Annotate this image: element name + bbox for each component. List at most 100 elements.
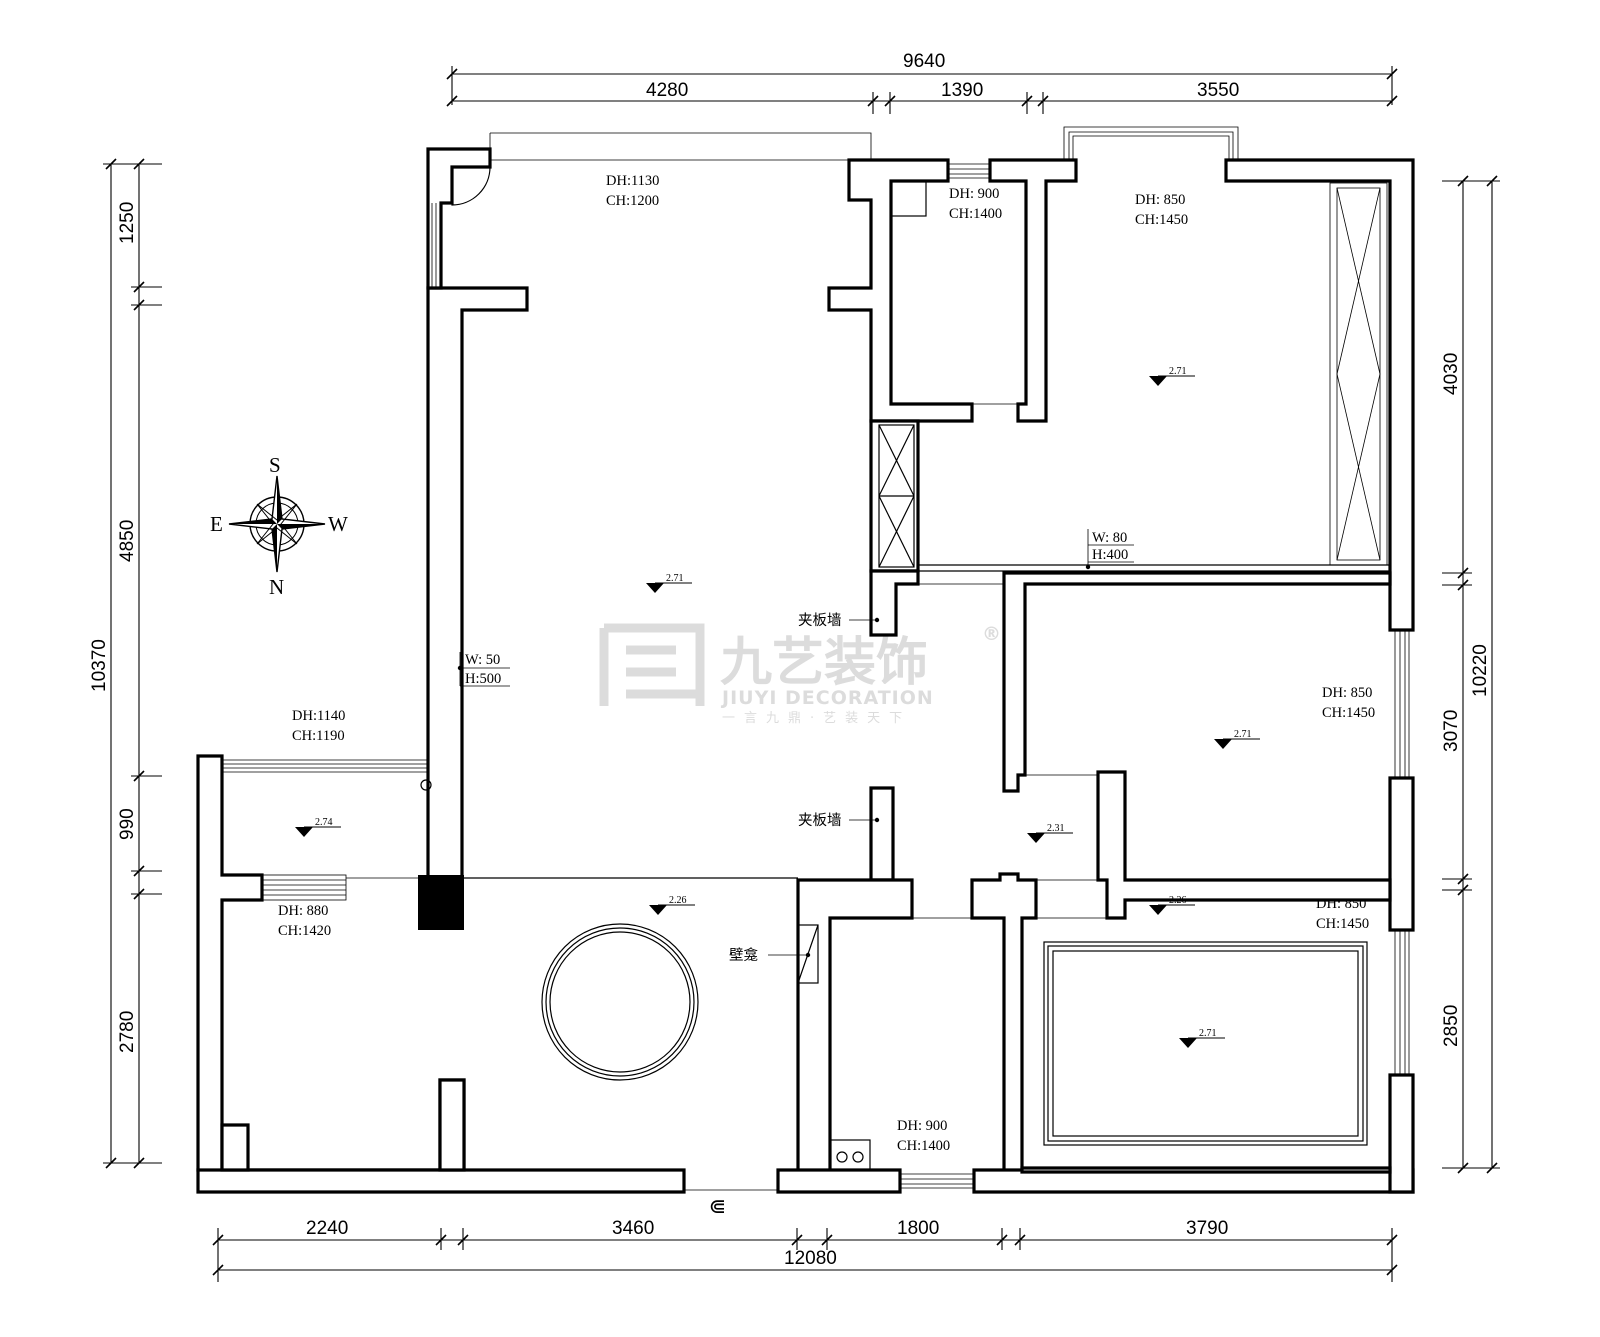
- opening-note-dh: DH: 850: [1322, 685, 1372, 701]
- level-value: 2.71: [1169, 366, 1187, 377]
- window-balcony-door: [261, 874, 347, 901]
- wall-living-west: [426, 286, 529, 882]
- level-marker: 2.71: [1214, 729, 1260, 749]
- beam-note-w: W: 80: [1092, 530, 1127, 546]
- dim-bottom-3: 1800: [897, 1218, 939, 1239]
- annotations: 夹板墙 夹板墙 壁龛 ⋒: [705, 611, 880, 1215]
- wall-master-north-east: [1224, 158, 1415, 632]
- window-small-bedroom: [948, 163, 990, 179]
- level-marker: 2.71: [1179, 1028, 1225, 1048]
- compass-label-e: E: [210, 512, 223, 536]
- window-bedroom2-east: [1394, 630, 1410, 778]
- dim-left-3: 990: [117, 808, 138, 840]
- wall-bedroom3-south: [1020, 1166, 1392, 1174]
- level-value: 2.26: [1169, 895, 1187, 906]
- dim-bottom-total: 12080: [784, 1248, 837, 1269]
- window-bedroom3-east: [1394, 930, 1410, 1075]
- level-marker: 2.71: [1149, 366, 1195, 386]
- window-master-bay: [1063, 126, 1239, 161]
- compass-label-s: S: [269, 453, 281, 477]
- windows: [222, 126, 1410, 1191]
- dim-bottom-2: 3460: [612, 1218, 654, 1239]
- dim-top-2: 1390: [941, 80, 983, 101]
- wall-east-lower: [1388, 1073, 1415, 1194]
- opening-note-dh: DH:1130: [606, 173, 659, 189]
- compass-label-n: N: [269, 575, 284, 599]
- wardrobe-west: [878, 424, 915, 568]
- small-bedroom-cabinet: [890, 180, 927, 217]
- watermark-registered: ®: [982, 623, 1002, 645]
- beam-notes: W: 80 H:400 W: 50 H:500: [457, 529, 1134, 687]
- beam-note-h: H:400: [1092, 547, 1128, 563]
- dim-left-2: 4850: [117, 520, 138, 562]
- beam-note-h: H:500: [465, 671, 501, 687]
- dim-top-1: 4280: [646, 80, 688, 101]
- dim-bottom-1: 2240: [306, 1218, 348, 1239]
- compass-star-fill: [229, 476, 325, 572]
- round-table: [541, 923, 699, 1081]
- wall-bedroom2-south: [1096, 770, 1392, 920]
- wall-kitchen-east: [970, 872, 1038, 1174]
- walls: [196, 147, 1415, 1194]
- opening-note-ch: CH:1190: [292, 728, 345, 744]
- dim-left-1: 1250: [117, 202, 138, 244]
- dim-bottom-4: 3790: [1186, 1218, 1228, 1239]
- dimension-lines: [103, 66, 1500, 1282]
- level-value: 2.26: [669, 895, 687, 906]
- window-balcony-top: [222, 759, 428, 773]
- watermark-tagline: 一言九鼎·艺装天下: [722, 711, 911, 726]
- wardrobe-master: [1329, 182, 1388, 566]
- opening-note-ch: CH:1450: [1316, 916, 1369, 932]
- level-marker: 2.31: [1027, 823, 1073, 843]
- level-value: 2.71: [1234, 729, 1252, 740]
- fixtures: [420, 166, 1388, 1171]
- dim-left-total: 10370: [89, 639, 110, 692]
- level-triangle: [1179, 1038, 1197, 1048]
- wall-partition-stub: [869, 786, 895, 882]
- dim-right-2: 3070: [1441, 710, 1462, 752]
- wall-master-south: [918, 564, 1390, 572]
- level-triangle: [295, 827, 313, 837]
- dim-right-total: 10220: [1470, 644, 1491, 697]
- level-triangle: [1149, 376, 1167, 386]
- level-triangle: [1149, 905, 1167, 915]
- level-value: 2.74: [315, 817, 333, 828]
- wall-nw-corner: [426, 147, 492, 290]
- bed-rug: [1043, 941, 1368, 1146]
- structural-column: [418, 875, 464, 930]
- watermark-logo: [599, 623, 705, 706]
- beam-note-w: W: 50: [465, 652, 500, 668]
- drain-pipe: [420, 779, 432, 791]
- opening-note-ch: CH:1420: [278, 923, 331, 939]
- wall-south-main: [196, 1168, 686, 1194]
- watermark: 九艺装饰 ® JIUYI DECORATION 一言九鼎·艺装天下: [599, 623, 1002, 726]
- watermark-name-en: JIUYI DECORATION: [720, 687, 934, 709]
- opening-note-ch: CH:1400: [949, 206, 1002, 222]
- opening-note-dh: DH: 900: [949, 186, 999, 202]
- level-marker: 2.26: [1149, 895, 1195, 915]
- level-value: 2.71: [1199, 1028, 1217, 1039]
- wall-south-mid: [776, 1168, 902, 1194]
- opening-notes: DH:1130 CH:1200 DH: 900 CH:1400 DH: 850 …: [278, 173, 1375, 1154]
- wall-south-column: [438, 1078, 466, 1172]
- compass-label-w: W: [328, 512, 348, 536]
- window-west-upper: [431, 203, 437, 288]
- partition-wall-label: 夹板墙: [798, 611, 842, 629]
- watermark-name-cn: 九艺装饰: [720, 633, 928, 693]
- compass-star-diag: [256, 503, 298, 545]
- opening-note-dh: DH: 850: [1316, 896, 1366, 912]
- wall-bedroom-divider: [988, 158, 1078, 423]
- dim-right-1: 4030: [1441, 353, 1462, 395]
- wall-bath-stub: [220, 1123, 250, 1172]
- door-openings: [346, 403, 1107, 1191]
- level-triangle: [1214, 739, 1232, 749]
- level-marker: 2.71: [646, 573, 692, 593]
- niche-label: 壁龛: [729, 947, 758, 964]
- dim-right-3: 2850: [1441, 1005, 1462, 1047]
- corner-post: [451, 166, 491, 206]
- level-markers: 2.71 2.71 2.71 2.74 2.31 2.26 2.26 2.71: [295, 366, 1260, 1048]
- level-triangle: [649, 905, 667, 915]
- level-triangle: [646, 583, 664, 593]
- window-north-living: [489, 132, 872, 167]
